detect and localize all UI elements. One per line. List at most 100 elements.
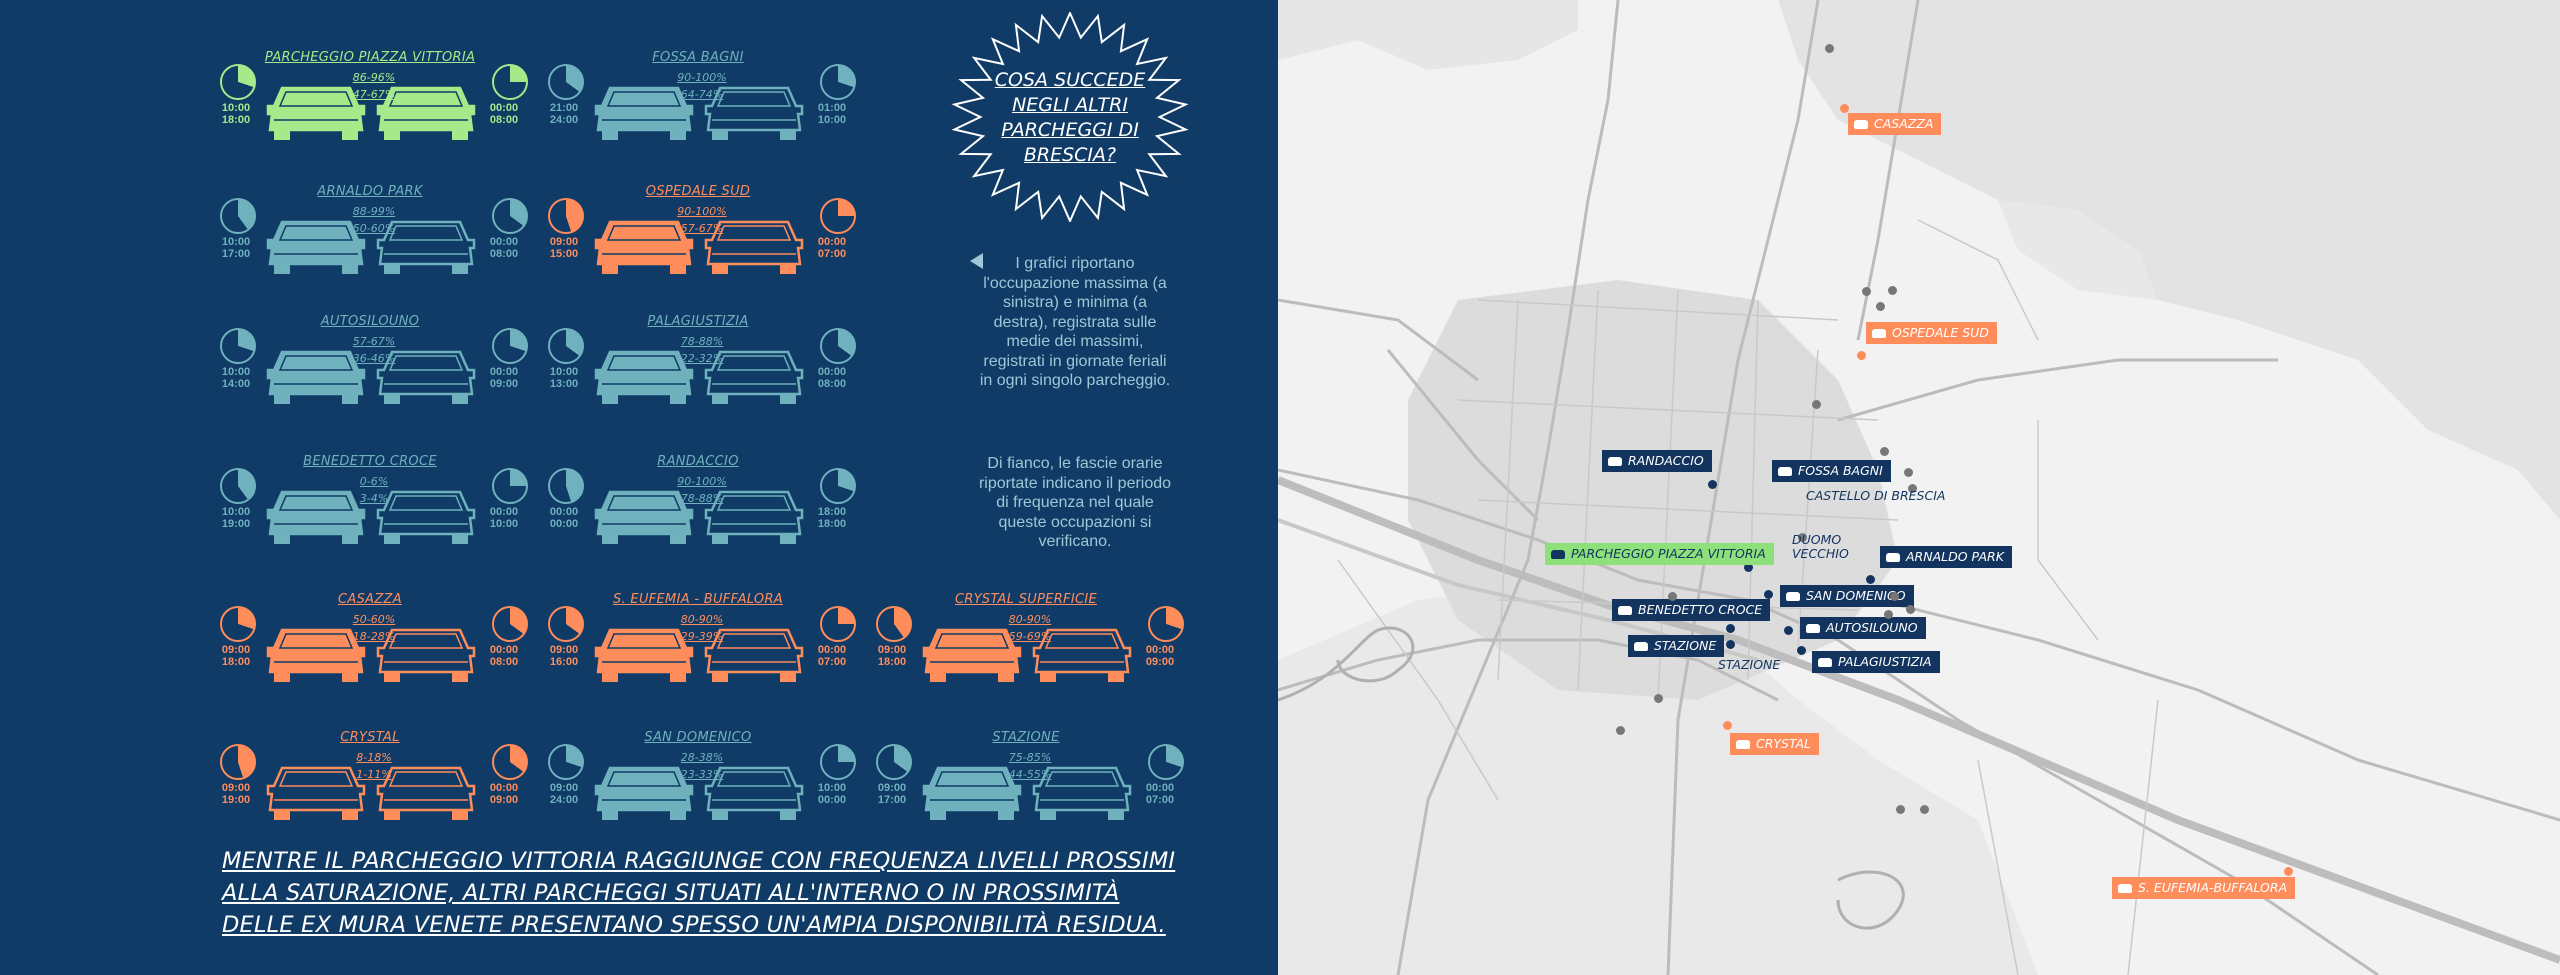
map-marker-dot[interactable] (1784, 626, 1793, 635)
map-pin-label[interactable]: OSPEDALE SUD (1866, 322, 1997, 344)
clock-max-icon (548, 468, 584, 504)
car-max-icon (266, 760, 366, 827)
map-pin-label[interactable]: RANDACCIO (1602, 450, 1712, 472)
clock-max-icon (220, 328, 256, 364)
max-occupancy: 80-90% (1008, 613, 1052, 626)
poi-dot (1825, 44, 1834, 53)
map-pin-text: BENEDETTO CROCE (1638, 602, 1763, 617)
clock-max-icon (876, 606, 912, 642)
car-min-icon (704, 344, 804, 411)
map-marker-dot[interactable] (1866, 575, 1875, 584)
clock-max-icon (548, 606, 584, 642)
car-icon (1618, 606, 1632, 615)
map-marker-dot[interactable] (1726, 624, 1735, 633)
max-occupancy: 8-18% (356, 751, 392, 764)
map-marker-dot[interactable] (1723, 721, 1732, 730)
brescia-map[interactable]: CASAZZA OSPEDALE SUD RANDACCIO FOSSA BAGNI P… (1278, 0, 2560, 975)
poi-dot (1862, 287, 1871, 296)
map-pin-text: OSPEDALE SUD (1892, 325, 1989, 340)
car-icon (1854, 120, 1868, 129)
clock-max-icon (548, 198, 584, 234)
car-icon (1608, 457, 1622, 466)
min-occupancy: 23-33% (680, 768, 724, 781)
max-occupancy: 75-85% (1008, 751, 1052, 764)
map-pin-label[interactable]: S. EUFEMIA-BUFFALORA (2112, 877, 2296, 899)
car-min-icon (1032, 760, 1132, 827)
max-occupancy: 90-100% (677, 475, 727, 488)
map-pin-text: S. EUFEMIA-BUFFALORA (2138, 880, 2288, 895)
max-occupancy: 50-60% (352, 613, 396, 626)
map-pin-label[interactable]: ARNALDO PARK (1880, 546, 2012, 568)
map-pin-label[interactable]: CASAZZA (1848, 113, 1942, 135)
parking-name: STAZIONE (992, 730, 1060, 745)
car-max-icon (266, 214, 366, 281)
clock-min-icon (820, 198, 856, 234)
clock-max-icon (220, 198, 256, 234)
car-max-icon (266, 484, 366, 551)
map-marker-dot[interactable] (1708, 480, 1717, 489)
car-min-icon (704, 622, 804, 689)
parking-name: PARCHEGGIO PIAZZA VITTORIA (264, 50, 476, 65)
map-landmark-label: CASTELLO DI BRESCIA (1806, 488, 1946, 503)
poi-dot (1920, 805, 1929, 814)
max-occupancy: 78-88% (680, 335, 724, 348)
map-marker-dot[interactable] (2284, 867, 2293, 876)
map-landmark-label: DUOMO VECCHIO (1792, 532, 1849, 561)
map-marker-dot[interactable] (1797, 646, 1806, 655)
starburst-title: COSA SUCCEDE NEGLI ALTRI PARCHEGGI DI BR… (994, 69, 1146, 166)
car-max-icon (594, 344, 694, 411)
car-icon (1551, 550, 1565, 559)
clock-max-icon (548, 744, 584, 780)
map-pin-label[interactable]: PARCHEGGIO PIAZZA VITTORIA (1545, 543, 1774, 565)
map-marker-dot[interactable] (1744, 563, 1753, 572)
car-icon (1806, 624, 1820, 633)
car-max-icon (594, 760, 694, 827)
map-marker-dot[interactable] (1857, 351, 1866, 360)
map-pin-label[interactable]: STAZIONE (1628, 635, 1725, 657)
map-pin-label[interactable]: AUTOSILOUNO (1800, 617, 1926, 639)
map-background (1278, 0, 2560, 975)
min-occupancy: 78-88% (680, 492, 724, 505)
map-pin-label[interactable]: PALAGIUSTIZIA (1812, 651, 1940, 673)
map-pin-text: FOSSA BAGNI (1798, 463, 1883, 478)
car-min-icon (1032, 622, 1132, 689)
poi-dot (1668, 592, 1677, 601)
max-occupancy: 80-90% (680, 613, 724, 626)
conclusion-statement: MENTRE IL PARCHEGGIO VITTORIA RAGGIUNGE … (222, 848, 1176, 938)
min-occupancy: 57-67% (680, 222, 724, 235)
car-max-icon (266, 80, 366, 147)
min-occupancy: 50-60% (352, 222, 396, 235)
poi-dot (1654, 694, 1663, 703)
map-pin-text: RANDACCIO (1628, 453, 1704, 468)
map-pin-label[interactable]: SAN DOMENICO (1780, 585, 1914, 607)
map-marker-dot[interactable] (1764, 590, 1773, 599)
parking-name: PALAGIUSTIZIA (647, 314, 749, 329)
car-min-icon (376, 760, 476, 827)
map-marker-dot[interactable] (1726, 640, 1735, 649)
min-occupancy: 29-39% (680, 630, 724, 643)
clock-max-icon (220, 744, 256, 780)
clock-max-icon (220, 468, 256, 504)
map-pin-text: CASAZZA (1874, 116, 1934, 131)
poi-dot (1890, 592, 1899, 601)
clock-min-icon (492, 606, 528, 642)
parking-name: S. EUFEMIA - BUFFALORA (613, 592, 783, 607)
map-pin-label[interactable]: FOSSA BAGNI (1772, 460, 1891, 482)
map-pin-text: STAZIONE (1654, 638, 1717, 653)
map-pin-label[interactable]: CRYSTAL (1730, 733, 1819, 755)
map-pin-label[interactable]: BENEDETTO CROCE (1612, 599, 1771, 621)
map-marker-dot[interactable] (1840, 104, 1849, 113)
starburst-badge (951, 12, 1189, 222)
